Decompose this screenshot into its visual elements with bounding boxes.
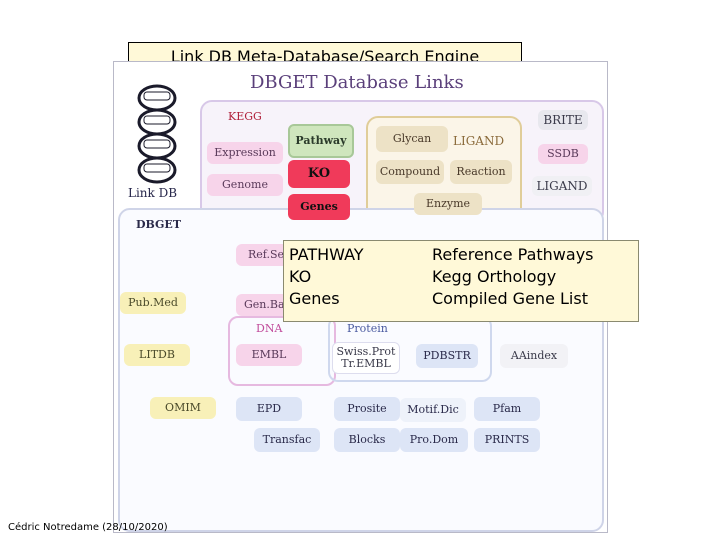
annotation-desc-ko: Kegg Orthology (432, 267, 557, 286)
node-compound: Compound (376, 160, 444, 184)
node-genes: Genes (288, 194, 350, 220)
node-motifdic: Motif.Dic (400, 398, 466, 422)
annotation-terms: PATHWAY KO Genes (289, 244, 364, 310)
annotation-box (283, 240, 639, 322)
node-enzyme: Enzyme (414, 193, 482, 215)
node-ligand-db: LIGAND (532, 176, 592, 196)
node-embl: EMBL (236, 344, 302, 366)
node-aaindex: AAindex (500, 344, 568, 368)
node-pubmed: Pub.Med (120, 292, 186, 314)
dna-label: DNA (256, 322, 283, 335)
node-brite: BRITE (538, 110, 588, 130)
annotation-desc-pathway: Reference Pathways (432, 245, 594, 264)
node-transfac: Transfac (254, 428, 320, 452)
ligand-region-label: LIGAND (453, 134, 505, 148)
node-ko: KO (288, 160, 350, 188)
node-blocks: Blocks (334, 428, 400, 452)
diagram-title: DBGET Database Links (250, 72, 464, 93)
node-glycan: Glycan (376, 126, 448, 152)
node-swissprot: Swiss.Prot (336, 345, 396, 358)
annotation-descriptions: Reference Pathways Kegg Orthology Compil… (432, 244, 594, 310)
annotation-term-pathway: PATHWAY (289, 245, 364, 264)
node-swissprot-trembl: Swiss.Prot Tr.EMBL (332, 342, 400, 374)
kegg-label: KEGG (228, 110, 262, 123)
node-prosite: Prosite (334, 397, 400, 421)
node-reaction: Reaction (450, 160, 512, 184)
node-litdb: LITDB (124, 344, 190, 366)
node-epd: EPD (236, 397, 302, 421)
node-pdbstr: PDBSTR (416, 344, 478, 368)
linkdb-logo-icon (137, 84, 177, 184)
node-prints: PRINTS (474, 428, 540, 452)
node-trembl: Tr.EMBL (341, 357, 391, 370)
node-pathway: Pathway (288, 124, 354, 158)
node-pfam: Pfam (474, 397, 540, 421)
node-omim: OMIM (150, 397, 216, 419)
annotation-term-ko: KO (289, 267, 312, 286)
node-ssdb: SSDB (538, 144, 588, 164)
node-expression: Expression (207, 142, 283, 164)
node-genome: Genome (207, 174, 283, 196)
annotation-desc-genes: Compiled Gene List (432, 289, 588, 308)
linkdb-logo-label: Link DB (128, 186, 178, 200)
dbget-label: DBGET (136, 218, 182, 231)
node-prodom: Pro.Dom (400, 428, 468, 452)
protein-label: Protein (347, 322, 388, 335)
annotation-term-genes: Genes (289, 289, 340, 308)
author-credit: Cédric Notredame (28/10/2020) (8, 522, 168, 533)
